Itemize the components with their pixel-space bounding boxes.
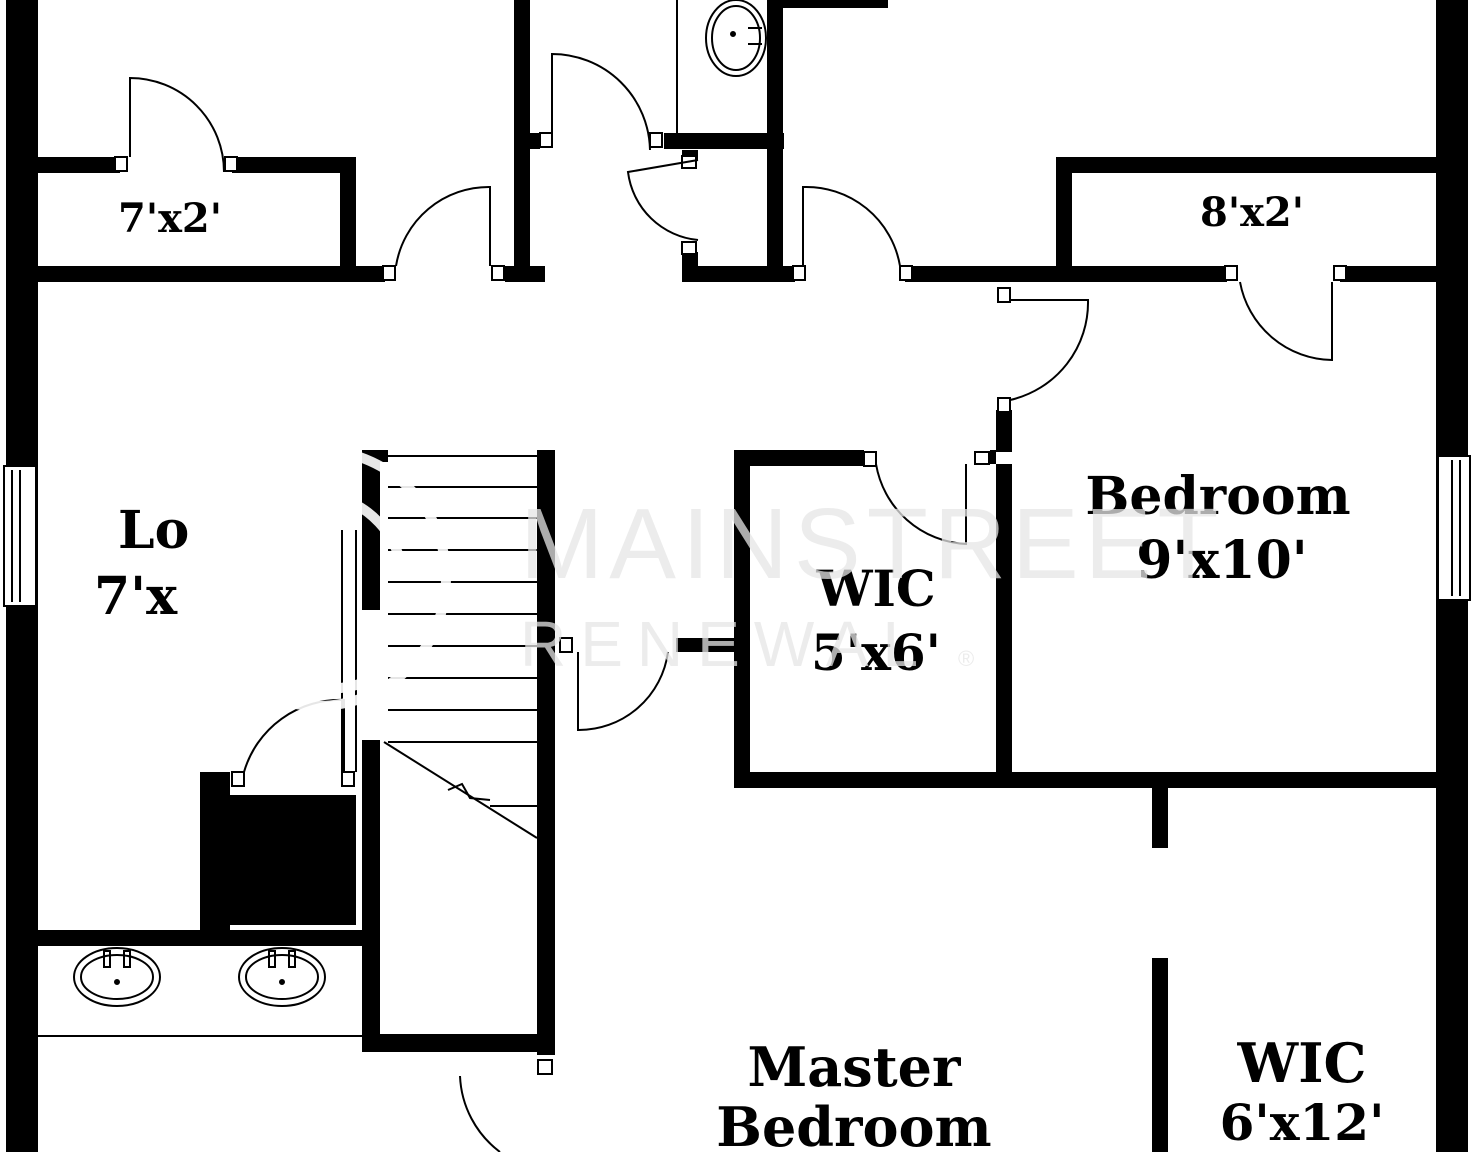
sink-left-icon xyxy=(73,947,161,1007)
loft-label: Lo xyxy=(118,500,189,561)
wic-large-dimensions: 6'x12' xyxy=(1220,1093,1385,1152)
watermark-line2: RENEWAL xyxy=(520,608,932,680)
master-bedroom-label-2: Bedroom xyxy=(716,1095,991,1152)
loft-dimensions: 7'x xyxy=(94,566,178,627)
bedroom-dimensions: 9'x10' xyxy=(1136,530,1307,591)
stairs xyxy=(341,455,538,839)
watermark-registered-mark: ® xyxy=(958,646,974,671)
room-labels: 7'x2' 8'x2' Lo 7'x Bedroom 9'x10' WIC 5'… xyxy=(94,189,1384,1152)
mainstreet-logo-icon xyxy=(185,445,451,711)
bedroom-label: Bedroom xyxy=(1085,466,1350,527)
watermark-line1: MAINSTREET xyxy=(520,488,1224,600)
sink-right-icon xyxy=(238,947,326,1007)
fixtures xyxy=(38,0,767,1037)
wic-large-label: WIC xyxy=(1237,1031,1367,1095)
closet-7x2-dimensions: 7'x2' xyxy=(118,195,222,242)
wic-small-label: WIC xyxy=(815,559,935,618)
bathtub-sink-icon xyxy=(705,0,767,77)
watermark: MAINSTREET RENEWAL ® xyxy=(185,445,1224,711)
door-swings xyxy=(129,0,1333,1152)
master-bedroom-label-1: Master xyxy=(748,1035,961,1099)
wic-small-dimensions: 5'x6' xyxy=(811,623,941,682)
windows xyxy=(3,455,1471,607)
closet-8x2-dimensions: 8'x2' xyxy=(1200,189,1304,236)
